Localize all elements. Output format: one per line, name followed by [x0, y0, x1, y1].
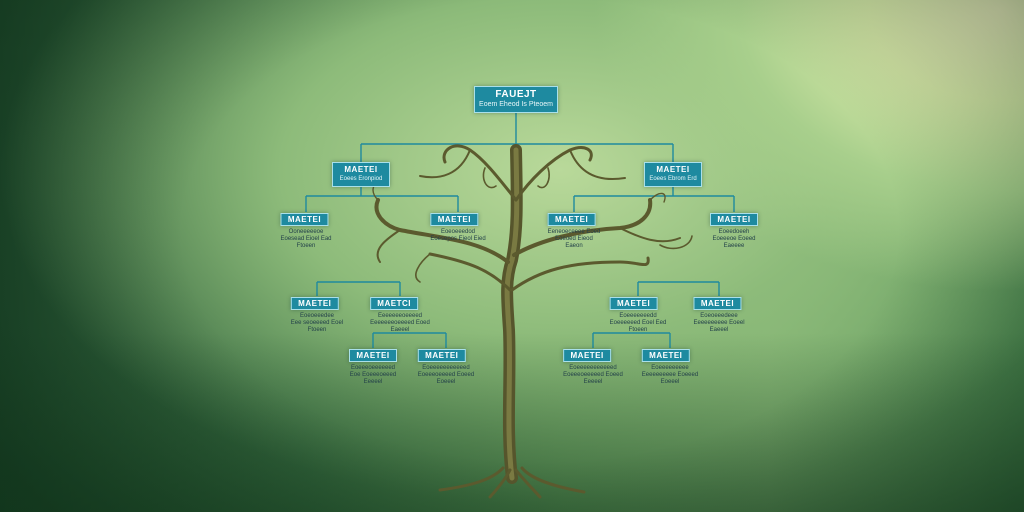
- node-box: MAETEI: [609, 297, 658, 310]
- node-box: MAETEI: [417, 349, 466, 362]
- level1-node-right: MAETEI Eoees Ebrom Erd: [644, 162, 702, 187]
- node-box: MAETEI: [349, 349, 397, 362]
- node-description-line: Ftoeen: [307, 327, 327, 333]
- connector-right-level3: [637, 281, 720, 296]
- node-box: MAETEI: [280, 213, 329, 226]
- level3-node: MAETCI Eeeeeeeoeeeed Eeeeeeeoeeeed Eoed …: [370, 297, 430, 334]
- node-box: MAETEI: [430, 213, 479, 226]
- tree-branches: [372, 144, 693, 292]
- node-description-line: Eee seoeeeed Eoel: [290, 320, 344, 326]
- node-description-line: Eoeeeoeeeeed Eoeed: [563, 372, 623, 378]
- root-node: FAUEJT Eoem Eheod Is Pteoem: [474, 86, 558, 113]
- connector-left-level2: [305, 187, 459, 212]
- node-description: Eeeeeeeoeeeed Eeeeeeeoeeeed Eoed Eaeeel: [370, 313, 430, 334]
- level4-node: MAETEI Eoeeeoeeeeeed Eoe Eoeeeoeeed Eeee…: [349, 349, 397, 386]
- level1-box: MAETEI Eoees Eronpiod: [332, 162, 390, 187]
- level2-node: MAETEI Eeneoeceeee Eoed Eoeoed Eieod Eae…: [547, 213, 601, 250]
- node-description-line: Eoeeeoe Eoeed: [712, 236, 756, 242]
- node-description-line: Eoeeeeeeeeeeed: [422, 365, 470, 371]
- node-description: Ooneeeeeoe Eoesead Eioel Ead Ftoeen: [280, 229, 331, 250]
- node-description-line: Eaeon: [565, 243, 583, 249]
- node-description-line: Eoeoeeedod: [440, 229, 476, 235]
- level2-node: MAETEI Ooneeeeeoe Eoesead Eioel Ead Ftoe…: [280, 213, 332, 250]
- node-description-line: Eaeeel: [709, 327, 729, 333]
- node-description: Eoeoeeedee Eee seoeeeed Eoel Ftoeen: [291, 313, 343, 334]
- node-description-line: Eeeeeeeoeeeed Eoed: [370, 320, 430, 326]
- node-description-line: Eeeeeeeeee Eoeel: [693, 320, 745, 326]
- level1-title: MAETEI: [656, 165, 690, 174]
- node-description: Eoeeeeeeeeeeed Eoeeeoeeeeed Eoeed Eeeeel: [563, 365, 623, 386]
- node-description-line: Eoeeel: [436, 379, 456, 385]
- node-description-line: Eoeeeeeed Eoel Eed: [609, 320, 667, 326]
- node-box: MAETEI: [693, 297, 742, 310]
- node-description-line: Eoeedoeeh: [718, 229, 750, 235]
- level1-subtitle: Eoees Eronpiod: [339, 176, 383, 182]
- node-description-line: Eoesead Eioel Ead: [280, 236, 332, 242]
- node-description: Eoeoeeedeee Eeeeeeeeee Eoeel Eaeeel: [693, 313, 744, 334]
- node-description-line: Eoeoeeedeee: [700, 313, 738, 319]
- node-description: Eoeoeeedod Eoesepos Eieol Eied: [430, 229, 485, 243]
- node-description-line: Eoeeeoeeeed Eoeed: [417, 372, 475, 378]
- node-description-line: Eoesepos Eieol Eied: [430, 236, 486, 242]
- node-box: MAETEI: [563, 349, 612, 362]
- connector-left-level4: [372, 332, 447, 348]
- node-description-line: Eoe Eoeeeoeeed: [349, 372, 397, 378]
- node-description-line: Eoeeeoeeeeeed: [350, 365, 396, 371]
- node-description: Eoeedoeeh Eoeeeoe Eoeed Eaeeee: [710, 229, 758, 250]
- node-box: MAETEI: [547, 213, 596, 226]
- tree-trunk: [438, 144, 586, 499]
- node-description-line: Eaeeel: [390, 327, 410, 333]
- level4-node: MAETEI Eoeeeeeeeeeeed Eoeeeoeeeed Eoeed …: [417, 349, 474, 386]
- node-description: Eoeeeeeeeee Eeeeeeeeee Eoeeed Eoeeel: [642, 365, 698, 386]
- node-description: Eeneoeceeee Eoed Eoeoed Eieod Eaeon: [548, 229, 601, 250]
- node-description-line: Eoeeeeeeeee: [651, 365, 689, 371]
- connector-right-level4: [592, 332, 671, 348]
- node-description-line: Ooneeeeeoe: [288, 229, 324, 235]
- node-description-line: Eeeeeeeeee Eoeeed: [641, 372, 699, 378]
- node-description-line: Eeeeel: [363, 379, 383, 385]
- node-description-line: Eeeeeeeoeeeed: [377, 313, 423, 319]
- root-box: FAUEJT Eoem Eheod Is Pteoem: [474, 86, 558, 113]
- level3-node: MAETEI Eoeoeeedee Eee seoeeeed Eoel Ftoe…: [290, 297, 343, 334]
- node-description: Eoeeeeeeeeeeed Eoeeeoeeeed Eoeed Eoeeel: [418, 365, 474, 386]
- node-description-line: Eoeeeeeeedd: [619, 313, 657, 319]
- node-description-line: Eoeoed Eieod: [555, 236, 593, 242]
- level1-title: MAETEI: [344, 165, 378, 174]
- root-subtitle: Eoem Eheod Is Pteoem: [479, 101, 553, 108]
- node-description-line: Eeneoeceeee Eoed: [547, 229, 601, 235]
- root-title: FAUEJT: [495, 89, 537, 100]
- node-box: MAETEI: [641, 349, 690, 362]
- node-description-line: Eeeeel: [583, 379, 603, 385]
- level4-node: MAETEI Eoeeeeeeeee Eeeeeeeeee Eoeeed Eoe…: [641, 349, 698, 386]
- node-description: Eoeeeeeeedd Eoeeeeeed Eoel Eed Ftoeen: [610, 313, 667, 334]
- level1-box: MAETEI Eoees Ebrom Erd: [644, 162, 702, 187]
- level2-node: MAETEI Eoeedoeeh Eoeeeoe Eoeed Eaeeee: [710, 213, 758, 250]
- node-description-line: Ftoeen: [296, 243, 316, 249]
- level4-node: MAETEI Eoeeeeeeeeeeed Eoeeeoeeeeed Eoeed…: [563, 349, 623, 386]
- connector-left-level3: [316, 281, 401, 296]
- node-description-line: Eoeoeeedee: [299, 313, 335, 319]
- node-description-line: Eoeeel: [660, 379, 680, 385]
- level2-node: MAETEI Eoeoeeedod Eoesepos Eieol Eied: [430, 213, 486, 243]
- node-box: MAETEI: [290, 297, 339, 310]
- node-box: MAETEI: [710, 213, 758, 226]
- node-box: MAETCI: [370, 297, 419, 310]
- level1-node-left: MAETEI Eoees Eronpiod: [332, 162, 390, 187]
- connector-right-level2: [573, 187, 735, 212]
- level1-subtitle: Eoees Ebrom Erd: [649, 176, 697, 182]
- node-description-line: Eoeeeeeeeeeeed: [569, 365, 617, 371]
- node-description: Eoeeeoeeeeeed Eoe Eoeeeoeeed Eeeeel: [349, 365, 397, 386]
- level3-node: MAETEI Eoeeeeeeedd Eoeeeeeed Eoel Eed Ft…: [609, 297, 667, 334]
- node-description-line: Ftoeen: [628, 327, 648, 333]
- node-description-line: Eaeeee: [723, 243, 745, 249]
- connector-root-level1: [360, 112, 674, 162]
- level3-node: MAETEI Eoeoeeedeee Eeeeeeeeee Eoeel Eaee…: [693, 297, 745, 334]
